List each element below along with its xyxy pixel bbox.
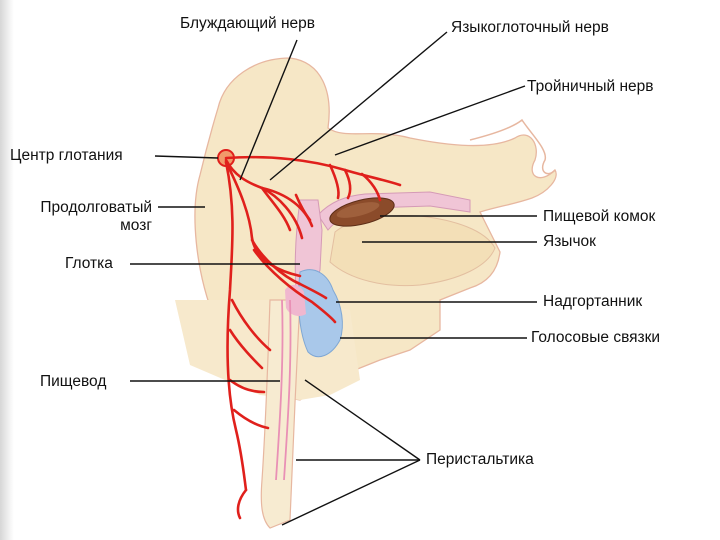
- label-swallowing-center: Центр глотания: [10, 147, 123, 164]
- label-epiglottis: Надгортанник: [543, 293, 643, 310]
- label-food-bolus: Пищевой комок: [543, 208, 656, 225]
- label-vagus-nerve: Блуждающий нерв: [180, 15, 316, 32]
- label-peristalsis: Перистальтика: [426, 451, 534, 468]
- pink-nerve-traces: [275, 299, 292, 481]
- face-outline: [469, 118, 556, 175]
- scan-edge-shadow: [0, 0, 14, 540]
- label-esophagus: Пищевод: [40, 373, 107, 390]
- label-vocal-cords: Голосовые связки: [531, 329, 661, 346]
- leader-lines: [130, 31, 537, 526]
- label-pharynx: Глотка: [65, 255, 113, 272]
- food-bolus-highlight: [336, 202, 380, 218]
- nerve-paths: [224, 155, 402, 520]
- label-trigeminal-nerve: Тройничный нерв: [527, 78, 654, 95]
- label-medulla-line2: мозг: [120, 217, 152, 234]
- label-uvula: Язычок: [543, 233, 596, 250]
- label-glossopharyngeal-nerve: Языкоглоточный нерв: [451, 19, 609, 36]
- larynx-blue: [297, 269, 343, 358]
- label-medulla-line1: Продолговатый: [40, 199, 152, 216]
